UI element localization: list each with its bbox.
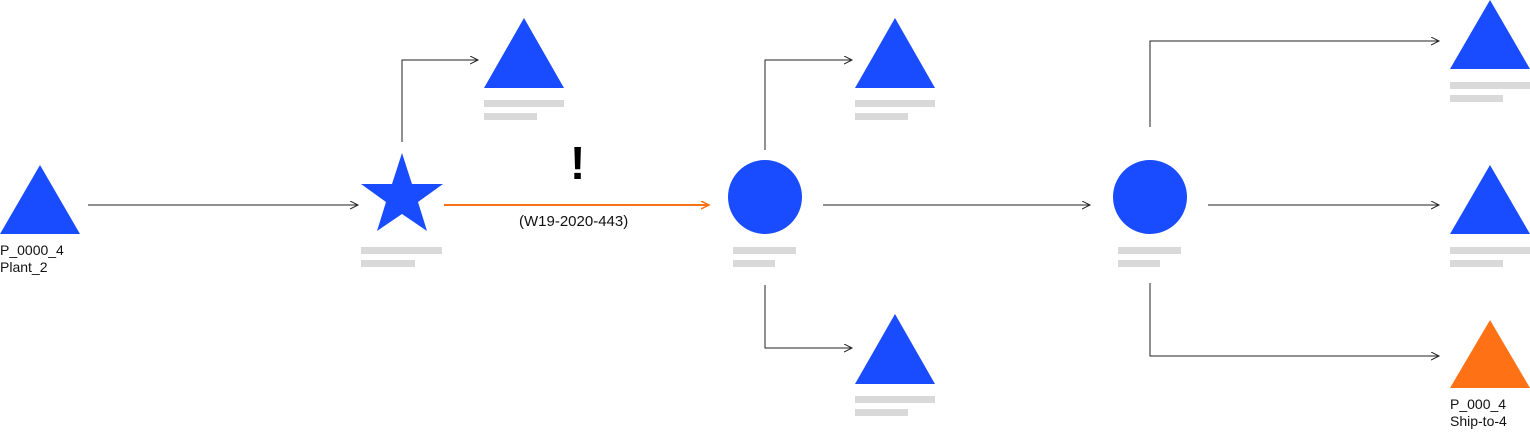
- nodes: [0, 0, 1530, 416]
- circle-node-icon[interactable]: [1113, 160, 1187, 234]
- triangle-node-icon[interactable]: [855, 18, 935, 88]
- placeholder-line-1: [1450, 82, 1530, 89]
- star-placeholder-line-1: [361, 247, 442, 254]
- plant-node-name: Plant_2: [0, 259, 48, 275]
- placeholder-line-1: [1450, 247, 1530, 254]
- placeholder-line-2: [1450, 260, 1503, 267]
- ship-to-triangle-icon[interactable]: [1450, 320, 1530, 388]
- edge-shipment-label: (W19-2020-443): [519, 213, 629, 230]
- triangle-node-icon[interactable]: [1450, 0, 1530, 69]
- ship-to-node-id: P_000_4: [1450, 396, 1507, 412]
- placeholder-line-2: [484, 113, 537, 120]
- circle-node-icon[interactable]: [728, 160, 802, 234]
- edge-alert-icon[interactable]: !: [570, 137, 586, 189]
- circle2-placeholder-line-1: [1118, 247, 1181, 254]
- edge-circle2-to-ship-to[interactable]: [1149, 283, 1439, 356]
- edges: [88, 41, 1439, 356]
- star-placeholder-line-2: [361, 260, 415, 267]
- edge-circle1-to-top[interactable]: [764, 60, 852, 150]
- plant-triangle-icon[interactable]: [0, 165, 80, 234]
- ship-to-node-name: Ship-to-4: [1450, 413, 1507, 429]
- triangle-node-icon[interactable]: [1450, 165, 1530, 234]
- circle2-placeholder-line-2: [1118, 260, 1160, 267]
- circle1-placeholder-line-2: [733, 260, 775, 267]
- placeholder-line-2: [855, 409, 908, 416]
- triangle-node-icon[interactable]: [484, 18, 564, 88]
- edge-star-to-top[interactable]: [401, 60, 478, 142]
- ship-to-node-label: P_000_4 Ship-to-4: [1450, 396, 1507, 430]
- placeholder-line-2: [1450, 95, 1503, 102]
- placeholder-line-1: [484, 100, 564, 107]
- triangle-node-icon[interactable]: [855, 314, 935, 384]
- placeholder-line-1: [855, 396, 935, 403]
- placeholder-line-1: [855, 100, 935, 107]
- plant-node-label: P_0000_4 Plant_2: [0, 242, 64, 276]
- plant-node-id: P_0000_4: [0, 242, 64, 258]
- edge-circle2-to-top[interactable]: [1149, 41, 1439, 127]
- circle1-placeholder-line-1: [733, 247, 796, 254]
- star-node-icon[interactable]: [361, 153, 443, 231]
- placeholder-line-2: [855, 113, 908, 120]
- edge-circle1-to-bottom[interactable]: [764, 285, 852, 348]
